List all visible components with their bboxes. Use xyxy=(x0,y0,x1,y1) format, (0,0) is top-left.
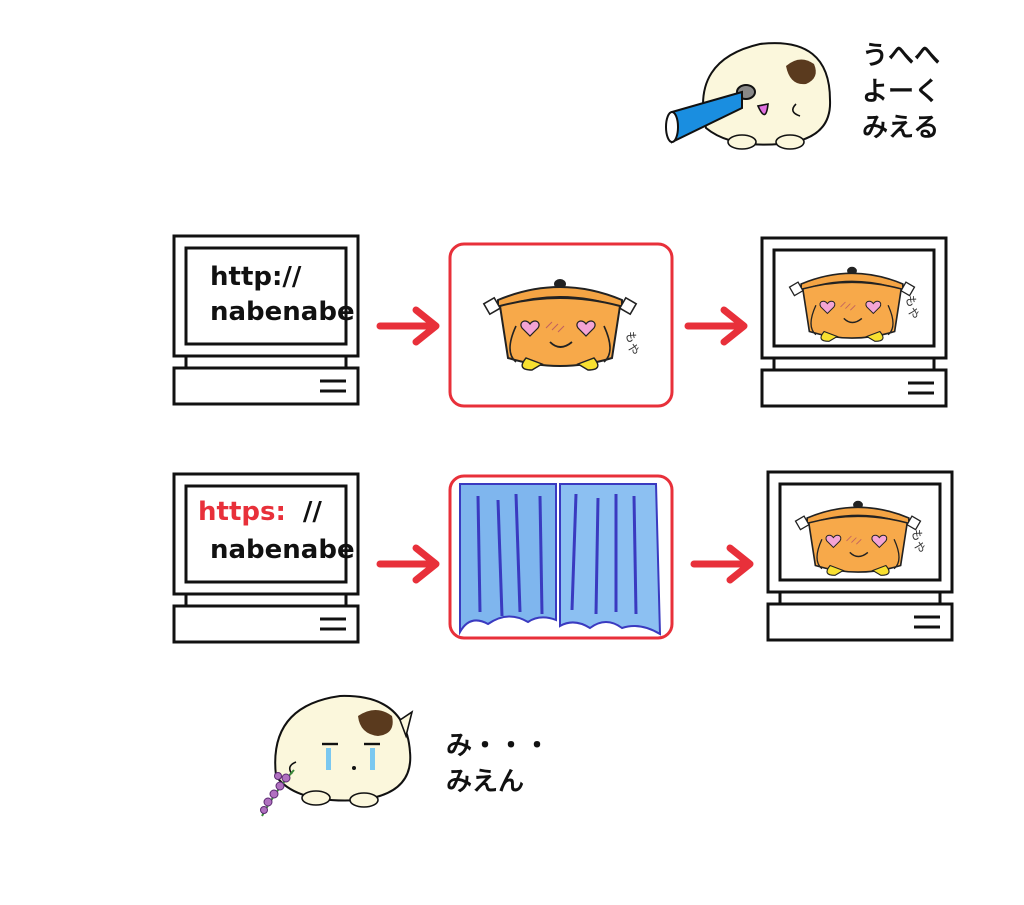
http-pot-mark: もや xyxy=(623,330,641,356)
bottom-mascot xyxy=(274,694,414,808)
top-speech-line-2: よーく xyxy=(862,77,940,107)
https-url-slashes: // xyxy=(303,497,322,527)
http-url-line-2: nabenabe xyxy=(210,297,355,327)
bottom-speech-line-2: みえん xyxy=(446,767,524,797)
https-url-line-1: https: // xyxy=(198,497,322,527)
http-url-line-1: http:// xyxy=(210,262,302,292)
https-arrow-1 xyxy=(380,548,436,580)
https-receiver-pot-mark: もや xyxy=(909,528,927,554)
curtain-icon xyxy=(459,483,662,636)
top-mascot xyxy=(702,42,832,150)
top-speech-line-1: うへへ xyxy=(862,41,940,71)
http-receiver-pot-mark: もや xyxy=(903,294,921,320)
https-url-line-2: nabenabe xyxy=(210,535,355,565)
bottom-speech-line-1: み・・・ xyxy=(446,731,550,761)
https-arrow-2 xyxy=(694,548,750,580)
http-arrow-2 xyxy=(688,310,744,342)
wisteria-flower-icon xyxy=(260,769,295,817)
top-speech-line-3: みえる xyxy=(862,113,939,143)
telescope-icon xyxy=(665,90,743,144)
http-arrow-1 xyxy=(380,310,436,342)
https-url-scheme: https: xyxy=(198,497,286,527)
